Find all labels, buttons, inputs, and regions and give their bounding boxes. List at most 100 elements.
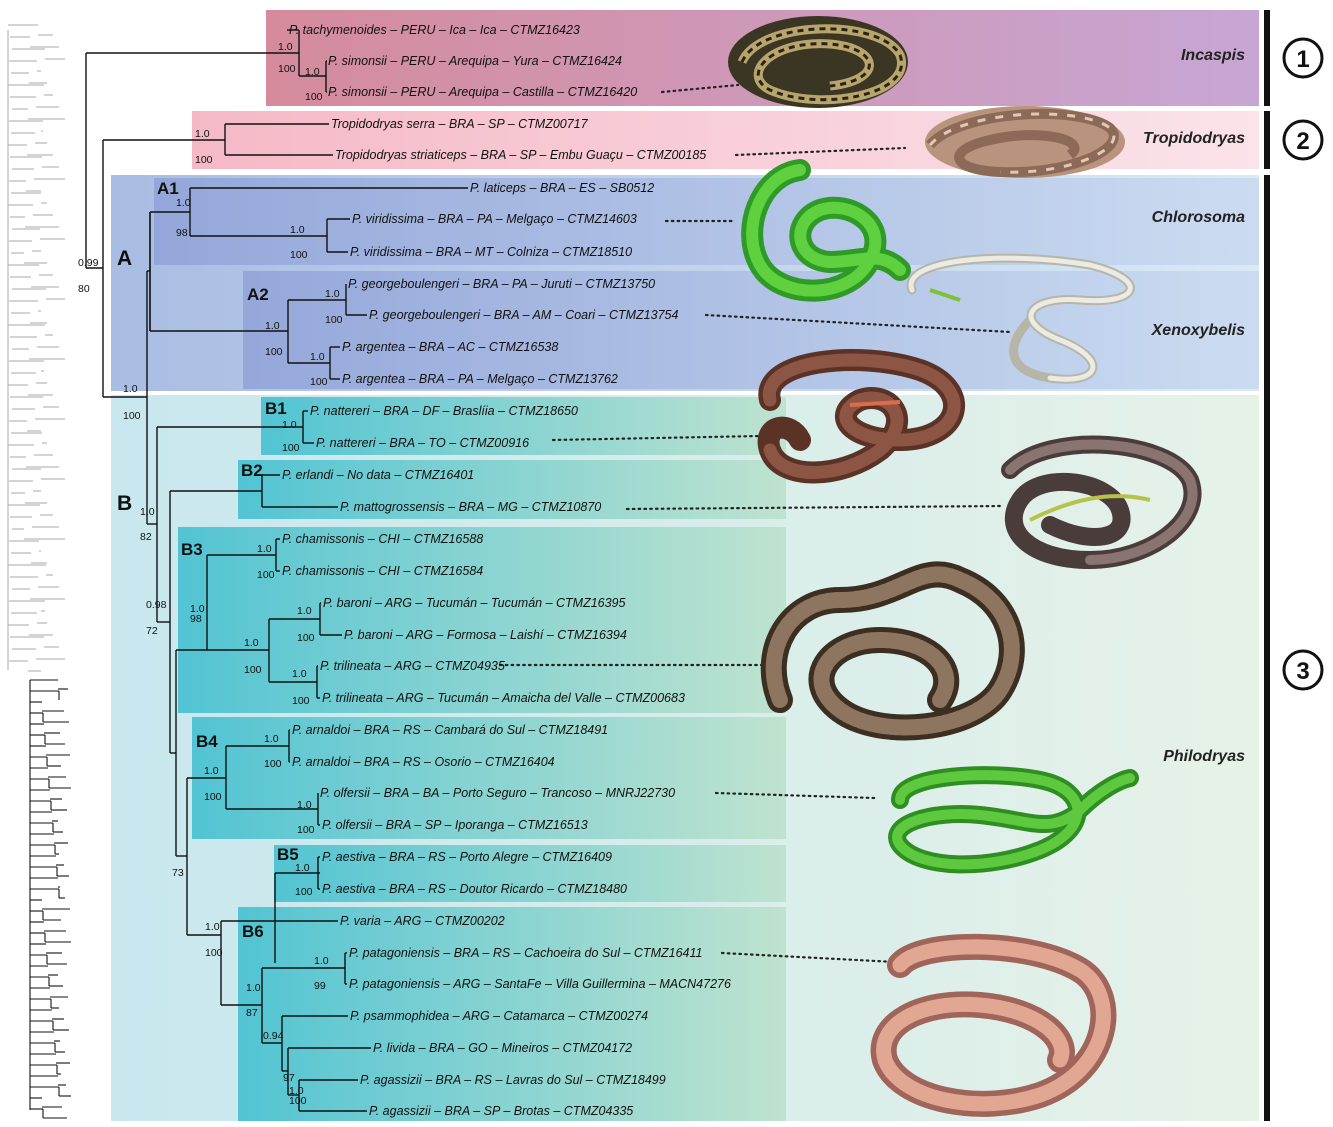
tip-label: P. psammophidea – ARG – Catamarca – CTMZ… [350,1009,648,1023]
tip-label: P. baroni – ARG – Formosa – Laishí – CTM… [344,628,627,642]
tip-label: P. trilineata – ARG – Tucumán – Amaicha … [322,691,685,705]
tip-label: P. patagoniensis – ARG – SantaFe – Villa… [349,977,731,991]
support-posterior: 1.0 [310,351,325,363]
support-posterior: 1.0 [297,799,312,811]
support-bootstrap: 100 [325,314,343,326]
support-bootstrap: 98 [190,613,202,625]
tip-label: P. aestiva – BRA – RS – Porto Alegre – C… [322,850,612,864]
group-bar-1 [1264,10,1270,106]
clade-label-B4: B4 [196,732,218,751]
genus-label-tropidodryas: Tropidodryas [1143,130,1245,147]
support-posterior: 1.0 [314,955,329,967]
tip-label: P. varia – ARG – CTMZ00202 [340,914,505,928]
support-posterior: 1.0 [204,765,219,777]
clade-label-B: B [117,492,132,515]
tip-label: P. patagoniensis – BRA – RS – Cachoeira … [349,946,702,960]
support-posterior: 1.0 [292,668,307,680]
support-bootstrap: 100 [305,91,323,103]
tip-label: P. georgeboulengeri – BRA – PA – Juruti … [348,277,655,291]
tip-label: P. baroni – ARG – Tucumán – Tucumán – CT… [323,596,626,610]
group-bar-2 [1264,111,1270,169]
support-bootstrap: 72 [146,625,158,637]
support-bootstrap: 100 [289,1095,307,1107]
tip-label: P. chamissonis – CHI – CTMZ16588 [282,532,483,546]
group-bar-3 [1264,175,1270,1121]
overview-tree [8,25,71,1118]
support-bootstrap: 100 [278,63,296,75]
support-bootstrap: 100 [290,249,308,261]
support-posterior: 1.0 [282,419,297,431]
support-bootstrap: 98 [176,227,188,239]
support-posterior: 1.0 [176,197,191,209]
support-posterior: 1.0 [140,506,155,518]
support-bootstrap: 97 [283,1072,295,1084]
support-bootstrap: 100 [205,947,223,959]
support-bootstrap: 100 [297,824,315,836]
tip-label: P. arnaldoi – BRA – RS – Osorio – CTMZ16… [292,755,555,769]
support-posterior: 1.0 [264,733,279,745]
support-posterior: 1.0 [246,982,261,994]
group-number-2: 2 [1296,128,1309,155]
tip-label: P. laticeps – BRA – ES – SB0512 [470,181,654,195]
tip-label: P. simonsii – PERU – Arequipa – Castilla… [328,85,637,99]
tip-label: P. agassizii – BRA – RS – Lavras do Sul … [360,1073,666,1087]
support-bootstrap: 100 [257,569,275,581]
tip-label: P. viridissima – BRA – MT – Colniza – CT… [350,245,632,259]
tip-label: P. agassizii – BRA – SP – Brotas – CTMZ0… [369,1104,633,1118]
genus-label-incaspis: Incaspis [1181,47,1245,64]
clade-label-B1: B1 [265,399,287,418]
tip-label: P. nattereri – BRA – TO – CTMZ00916 [316,436,529,450]
group-markers: 1 2 3 [1284,39,1322,689]
support-posterior: 1.0 [290,224,305,236]
tip-label: P. erlandi – No data – CTMZ16401 [282,468,474,482]
tip-label: Tropidodryas striaticeps – BRA – SP – Em… [335,148,706,162]
tip-label: P. olfersii – BRA – SP – Iporanga – CTMZ… [322,818,588,832]
support-bootstrap: 73 [172,867,184,879]
tip-label: P. arnaldoi – BRA – RS – Cambará do Sul … [292,723,608,737]
support-bootstrap: 100 [204,791,222,803]
group-number-3: 3 [1296,658,1309,685]
tip-label: P. viridissima – BRA – PA – Melgaço – CT… [352,212,637,226]
support-bootstrap: 100 [195,154,213,166]
tip-label: P. trilineata – ARG – CTMZ04935 [320,659,505,673]
snake-photo-incaspis [728,16,908,108]
support-bootstrap: 100 [292,695,310,707]
tip-label: P. olfersii – BRA – BA – Porto Seguro – … [320,786,675,800]
tip-label: P. chamissonis – CHI – CTMZ16584 [282,564,483,578]
clade-label-B6: B6 [242,922,264,941]
support-bootstrap: 100 [295,886,313,898]
support-posterior: 1.0 [265,320,280,332]
tip-label: P. georgeboulengeri – BRA – AM – Coari –… [369,308,678,322]
support-posterior: 0.98 [146,599,167,611]
snake-photo-tropidodryas [925,106,1125,178]
support-bootstrap: 87 [246,1007,258,1019]
genus-label-chlorosoma: Chlorosoma [1152,209,1245,226]
support-bootstrap: 100 [282,442,300,454]
support-posterior: 1.0 [257,543,272,555]
tip-label: P. tachymenoides – PERU – Ica – Ica – CT… [289,23,580,37]
support-bootstrap: 80 [78,283,90,295]
genus-label-philodryas: Philodryas [1163,748,1245,765]
clade-label-B2: B2 [241,461,263,480]
genus-label-xenoxybelis: Xenoxybelis [1151,322,1245,339]
support-posterior: 1.0 [123,383,138,395]
support-bootstrap: 100 [310,376,328,388]
tip-label: Tropidodryas serra – BRA – SP – CTMZ0071… [331,117,589,131]
clade-label-B5: B5 [277,845,299,864]
support-posterior: 1.0 [278,41,293,53]
tip-label: P. mattogrossensis – BRA – MG – CTMZ1087… [340,500,601,514]
clade-label-A1: A1 [157,179,179,198]
clade-label-B3: B3 [181,540,203,559]
support-posterior: 0.94 [263,1030,284,1042]
support-posterior: 1.0 [244,637,259,649]
support-bootstrap: 100 [244,664,262,676]
clade-label-A: A [117,247,132,270]
support-bootstrap: 100 [264,758,282,770]
tip-label: P. argentea – BRA – PA – Melgaço – CTMZ1… [342,372,618,386]
tip-label: P. livida – BRA – GO – Mineiros – CTMZ04… [373,1041,632,1055]
tip-label: P. simonsii – PERU – Arequipa – Yura – C… [328,54,622,68]
support-posterior: 1.0 [195,128,210,140]
tip-label: P. argentea – BRA – AC – CTMZ16538 [342,340,558,354]
